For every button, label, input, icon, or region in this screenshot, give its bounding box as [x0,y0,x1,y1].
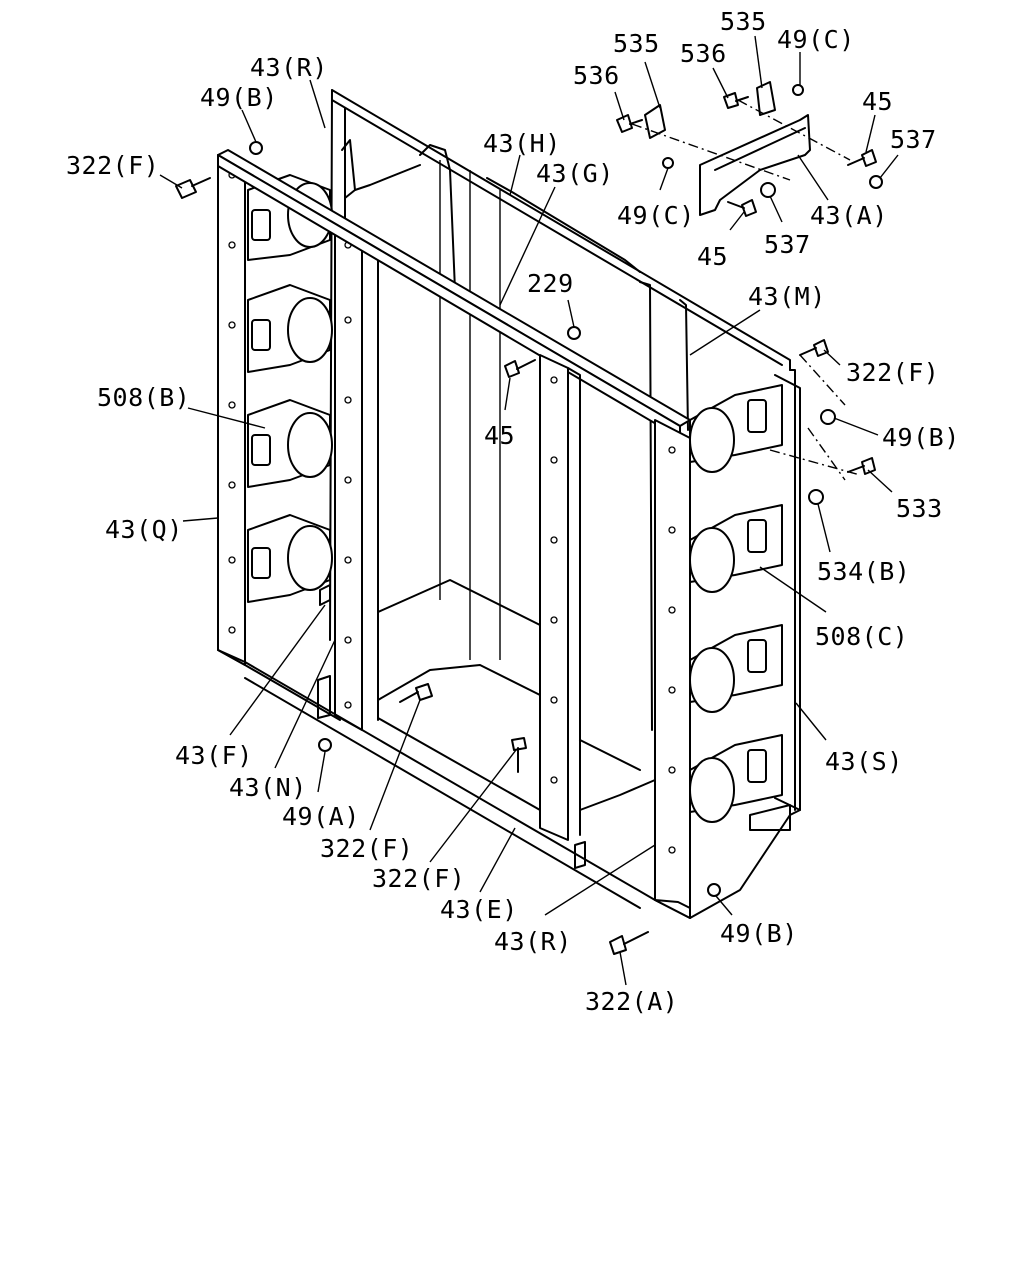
part-label: 43(M) [748,282,826,311]
part-label: 45 [697,242,728,271]
part-label: 533 [896,494,943,523]
part-label: 49(C) [617,201,695,230]
baffle-508b [247,174,333,603]
part-label: 536 [680,39,727,68]
bolt-536-right [723,92,749,109]
part-label: 43(N) [229,773,307,802]
part-label: 534(B) [817,557,910,586]
bolt-45-center [504,359,536,378]
bolt-322f-bottom-a [399,683,433,703]
part-label: 43(S) [825,747,903,776]
assembly-lines [631,99,861,481]
bolt-322f-right [799,339,829,357]
bolt-322f-bottom-b [511,737,527,773]
nut-49b-right [820,409,836,425]
nut-49b-bottom [707,883,721,897]
bolt-533 [847,457,876,475]
part-label: 45 [484,421,515,450]
part-label: 43(H) [483,129,561,158]
baffle-508c [689,384,783,823]
part-label: 49(B) [882,423,960,452]
part-label: 49(C) [777,25,855,54]
part-label: 49(B) [720,919,798,948]
part-label: 322(F) [66,151,159,180]
center-upright [539,354,581,841]
part-label: 43(G) [536,159,614,188]
right-side-panel [689,374,801,919]
part-label: 322(F) [846,358,939,387]
front-right-upright [654,419,691,919]
nut-49b-top [249,141,263,155]
fasteners [175,84,883,955]
nut-537-mid [760,182,776,198]
part-label: 43(F) [175,741,253,770]
part-label: 537 [890,125,937,154]
bracket-43a [644,81,811,216]
part-label: 508(C) [815,622,908,651]
bolt-322a [609,931,649,955]
nut-537-right [869,175,883,189]
nut-534b [808,489,824,505]
part-label: 535 [720,7,767,36]
part-label: 322(A) [585,987,678,1016]
nut-49c-left [662,157,674,169]
bolt-536-left [616,114,643,133]
part-label: 536 [573,61,620,90]
part-label: 49(A) [282,802,360,831]
part-label: 43(E) [440,895,518,924]
part-label: 45 [862,87,893,116]
part-labels: 43(R) 49(B) 322(F) 43(H) 43(G) 535 536 5… [66,7,960,1016]
bolt-45-lower [727,199,757,217]
part-label: 43(R) [250,53,328,82]
part-label: 508(B) [97,383,190,412]
bottom-frame [217,579,656,909]
part-label: 43(R) [494,927,572,956]
part-label: 229 [527,269,574,298]
left-side-panel [217,154,341,721]
part-label: 322(F) [320,834,413,863]
part-label: 535 [613,29,660,58]
nut-49c-top [792,84,804,96]
back-panel [329,89,796,811]
part-label: 322(F) [372,864,465,893]
part-label: 537 [764,230,811,259]
part-label: 49(B) [200,83,278,112]
bolt-45-upper [847,149,877,167]
bolt-322f-top-left [175,177,211,199]
part-label: 43(Q) [105,515,183,544]
part-label: 43(A) [810,201,888,230]
nut-229 [567,326,581,340]
leader-lines [159,35,899,986]
nut-49a [318,738,332,752]
